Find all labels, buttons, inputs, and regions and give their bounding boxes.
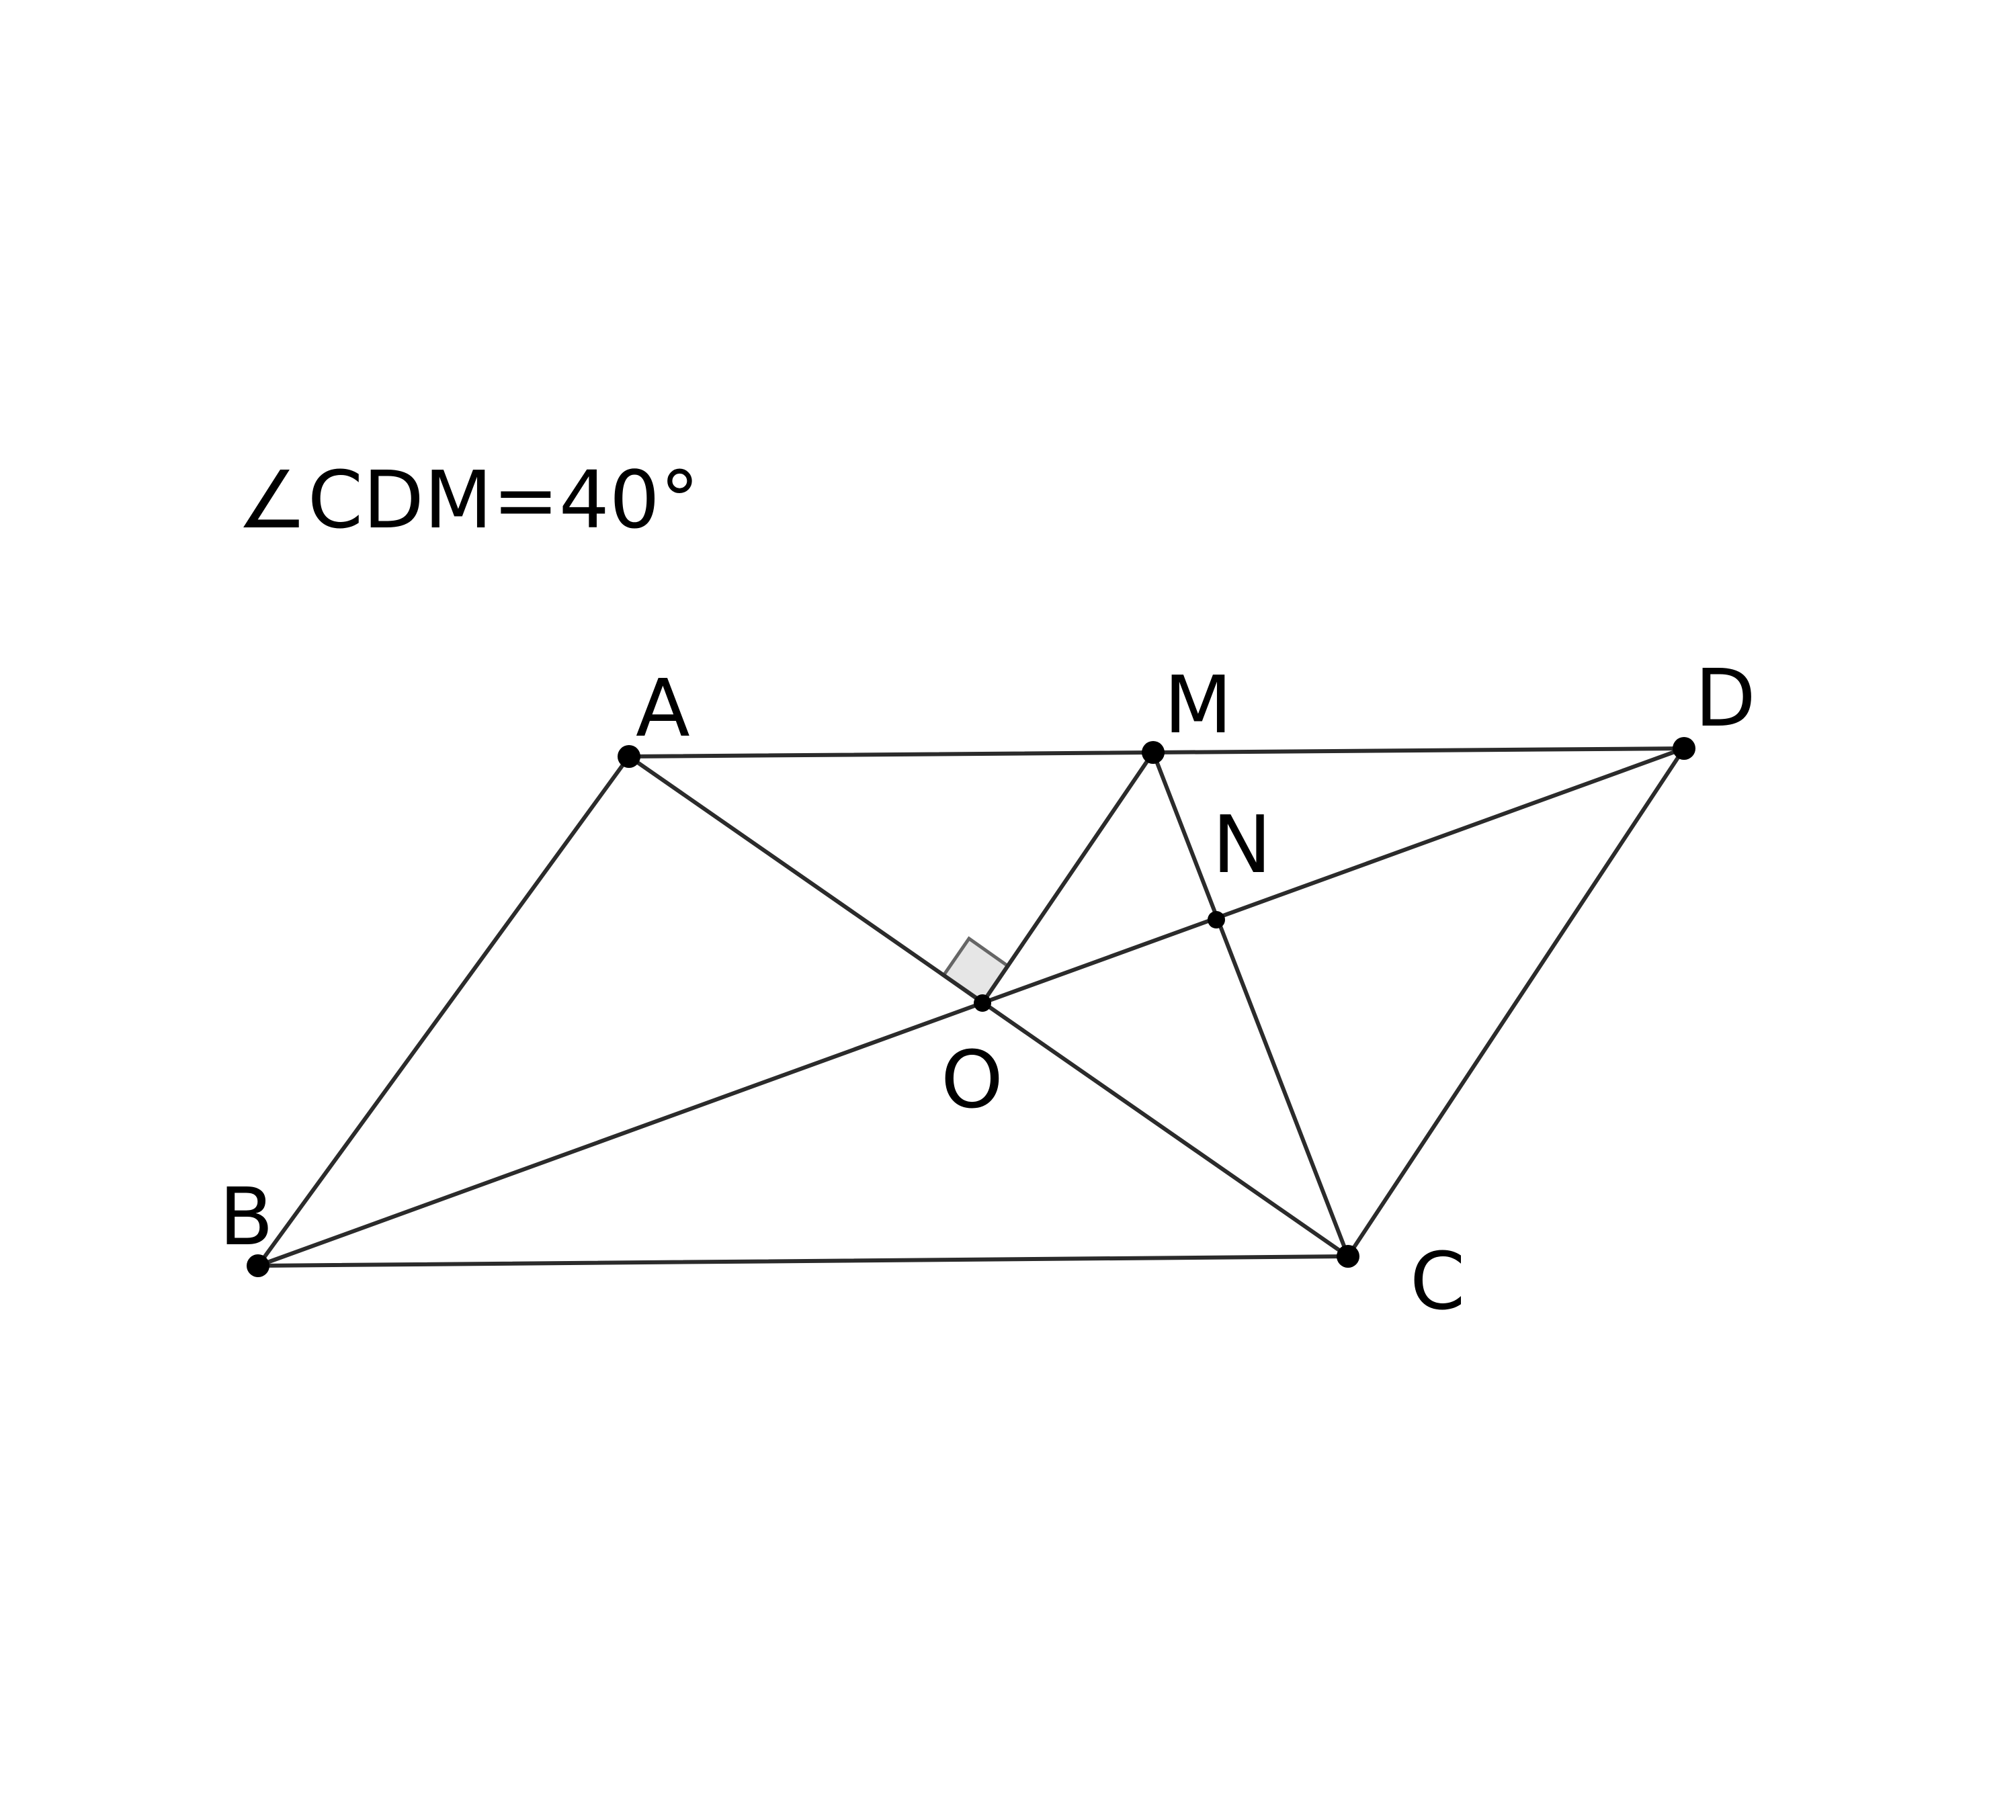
side-AB (256, 754, 631, 1268)
side-BC (256, 1254, 1350, 1268)
diagonal-BD (256, 746, 1686, 1268)
label-N: N (1212, 798, 1271, 891)
angle-caption: ∠CDM=40° (237, 453, 700, 546)
point-M (1142, 741, 1165, 764)
point-D (1673, 737, 1695, 760)
segment-OM (980, 750, 1155, 1005)
right-angle-marker (941, 936, 1011, 1006)
point-C (1337, 1245, 1359, 1268)
label-C: C (1410, 1235, 1465, 1328)
segment-MC (1151, 750, 1350, 1258)
label-D: D (1695, 652, 1756, 744)
point-O (974, 994, 991, 1012)
label-M: M (1164, 658, 1232, 751)
side-CD (1346, 746, 1686, 1258)
label-A: A (636, 662, 690, 754)
label-B: B (219, 1170, 274, 1263)
point-A (618, 745, 640, 768)
point-N (1208, 911, 1225, 928)
label-O: O (941, 1033, 1003, 1126)
point-B (247, 1254, 269, 1277)
